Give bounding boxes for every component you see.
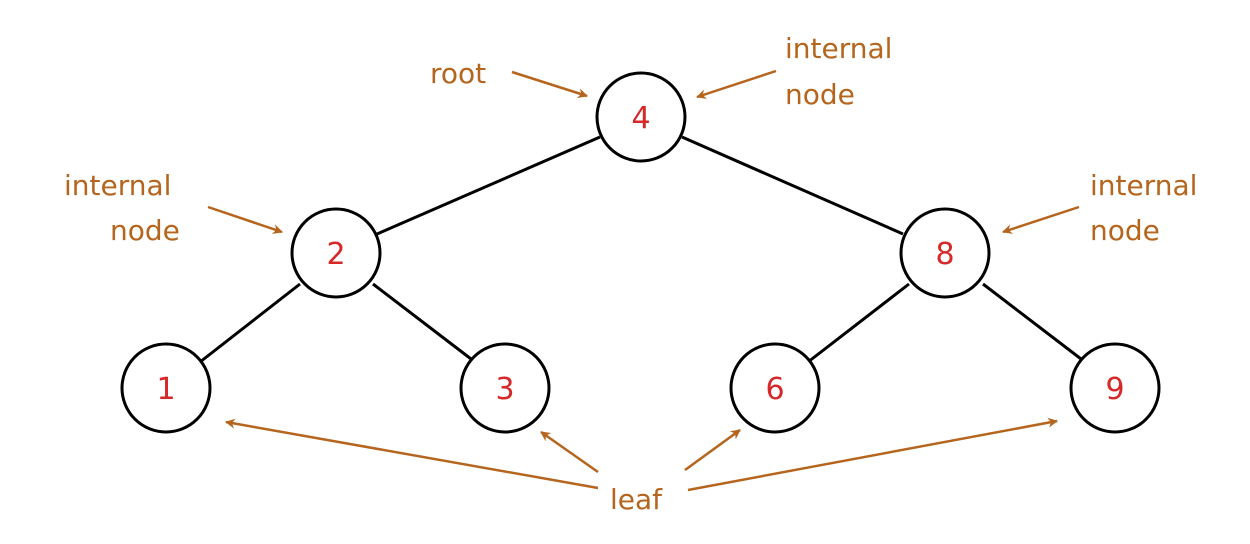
internal-top-line2: node (785, 78, 855, 111)
tree-node-4: 4 (595, 71, 687, 163)
leaf-arrow-9 (687, 417, 1058, 492)
edge-4-2 (376, 135, 601, 236)
node-label-6: 6 (765, 372, 784, 407)
internal-top-line1: internal (785, 32, 892, 65)
tree-node-1: 1 (120, 342, 212, 434)
node-label-2: 2 (326, 237, 345, 272)
node-label-9: 9 (1105, 372, 1124, 407)
tree-node-6: 6 (729, 342, 821, 434)
node-label-8: 8 (935, 237, 954, 272)
edge-4-8 (681, 135, 904, 236)
leaf-annotation: leaf (610, 483, 663, 516)
internal-right-line2: node (1090, 214, 1160, 247)
internal-right-arrow (1002, 205, 1080, 234)
internal-left-line2: node (110, 214, 180, 247)
internal-node-annotation-top: internal node (785, 32, 901, 111)
tree-node-9: 9 (1069, 342, 1161, 434)
internal-left-arrow (207, 205, 283, 234)
leaf-arrow-3 (540, 430, 599, 474)
root-annotation: root (430, 57, 486, 90)
internal-node-annotation-left: internal node (64, 169, 180, 247)
edge-8-9 (982, 282, 1086, 364)
internal-top-arrow (696, 69, 777, 99)
leaf-arrow-1 (225, 418, 599, 490)
internal-left-line1: internal (64, 169, 171, 202)
internal-right-line1: internal (1090, 169, 1197, 202)
edge-2-3 (372, 282, 476, 364)
edge-8-6 (807, 282, 910, 364)
tree-node-3: 3 (459, 342, 551, 434)
tree-node-8: 8 (899, 207, 991, 299)
annotations: root internal node internal node interna… (64, 32, 1206, 516)
node-label-4: 4 (631, 101, 650, 136)
internal-node-annotation-right: internal node (1090, 169, 1206, 247)
leaf-arrow-6 (684, 428, 741, 472)
edge-2-1 (199, 282, 301, 364)
node-label-1: 1 (156, 372, 175, 407)
nodes: 4 2 8 1 3 6 9 (120, 71, 1161, 434)
node-label-3: 3 (495, 372, 514, 407)
root-arrow (511, 70, 588, 99)
tree-node-2: 2 (290, 207, 382, 299)
edges (199, 135, 1086, 364)
